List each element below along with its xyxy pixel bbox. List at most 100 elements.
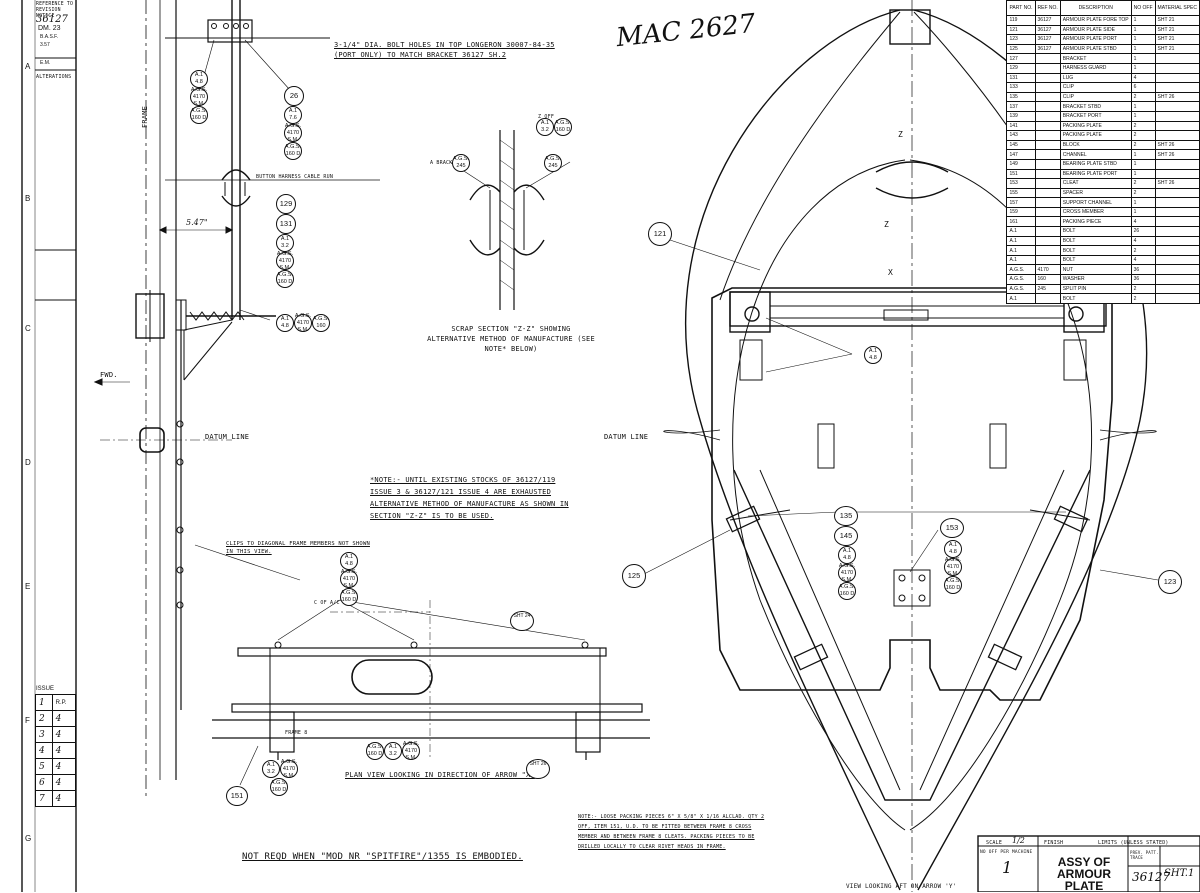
clips-note: CLIPS TO DIAGONAL FRAME MEMBERS NOT SHOW… [226,541,370,555]
frame-label: FRAME [141,105,149,128]
parts-list-cell: 2 [1130,187,1156,199]
bubble-a1-32: A.1 3.2 [276,234,294,252]
ref-36127: 36127 [36,14,68,25]
parts-list-cell: 2 [1130,293,1156,304]
bubble-a1-32: A.1 3.2 [262,760,280,778]
bubble-a1-48: A.1 4.8 [190,70,208,88]
parts-list-cell [1034,62,1061,74]
parts-list-cell: SHT 26 [1154,139,1200,151]
parts-list-cell: 2 [1130,283,1156,295]
edge-letter-b: B [25,194,31,203]
bubble-ags-160: A.G.S. 160 [312,314,330,332]
finish-label: FINISH [1044,840,1064,846]
parts-list-cell: 157 [1006,197,1036,208]
section-dim-label: Z OFF [538,114,555,120]
parts-list-cell [1034,158,1061,170]
parts-list-cell [1154,158,1200,170]
parts-list-cell [1034,139,1061,151]
bubble-a1-48: A.1 4.8 [944,540,962,558]
bubble-ags-160: A.G.S. 160 D [838,582,856,600]
parts-list-cell: 1 [1130,101,1156,112]
parts-list-cell: 2 [1130,178,1156,189]
parts-list-cell: LUG [1059,72,1132,84]
parts-list-cell: 36127 [1034,15,1061,26]
parts-list-cell: 2 [1130,245,1156,256]
scale-label: SCALE [986,840,1003,846]
parts-list-cell [1154,216,1200,228]
parts-list-cell: 1 [1130,197,1156,208]
parts-list-cell [1154,53,1200,64]
parts-list-cell: 123 [1006,34,1036,45]
parts-list-cell [1154,283,1200,295]
parts-list-cell: BRACKET PORT [1059,110,1132,122]
parts-list-cell: 133 [1006,82,1036,93]
parts-list-cell: 26 [1130,226,1156,237]
parts-list-cell: CROSS MEMBER [1059,206,1132,218]
not-reqd-note: NOT REQD WHEN "MOD NR "SPITFIRE"/1355 IS… [242,852,523,862]
parts-list-cell [1034,149,1061,160]
bubble-ags-160: A.G.S. 160 D [366,742,384,760]
drawing-number: 36127 [1132,870,1171,884]
parts-list-cell: A.1 [1006,235,1036,247]
arrow-x-label: X [888,268,894,277]
parts-list-cell: A.1 [1006,293,1036,304]
stock-note: *NOTE:- UNTIL EXISTING STOCKS OF 36127/1… [370,476,569,520]
parts-list-cell: ARMOUR PLATE STBD [1059,43,1132,55]
parts-list-cell: 1 [1130,24,1156,36]
section-z-top: Z [898,130,904,139]
parts-list-cell: 129 [1006,62,1036,74]
limits-label: LIMITS (UNLESS STATED) [1098,840,1169,846]
parts-list-cell: 1 [1130,158,1156,170]
callout-153: 153 [940,518,964,538]
parts-list-cell: 147 [1006,149,1036,160]
parts-list-cell: 145 [1006,139,1036,151]
parts-list-cell: A.1 [1006,226,1036,237]
parts-list-cell: BOLT [1059,245,1132,256]
parts-list-cell [1154,62,1200,74]
parts-list-cell [1154,168,1200,180]
bubble-ags-160: A.G.S. 160 D [284,142,302,160]
parts-list-cell [1034,91,1061,103]
parts-list-cell: 36127 [1034,24,1061,36]
parts-list-cell: SPACER [1059,187,1132,199]
sheet-number: SHT.1 [1164,868,1195,879]
parts-list-cell [1034,206,1061,218]
bubble-ags-4170: A.G.S. 4170 S.M. [276,250,294,271]
parts-list-cell: PACKING PLATE [1059,120,1132,132]
bubble-a1-32: A.1 3.2 [536,118,554,136]
bubble-a1-48: A.1 4.8 [838,546,856,564]
bubble-ags-4170: A.G.S. 4170 S.M. [402,740,420,761]
parts-list-cell: A.G.S. [1006,264,1036,276]
fwd-label: FWD. [100,371,118,379]
parts-list-cell: ARMOUR PLATE SIDE [1059,24,1132,36]
parts-list-cell [1154,235,1200,247]
parts-list-cell [1154,72,1200,84]
parts-list-cell: 2 [1130,91,1156,103]
parts-list-cell: SPLIT PIN [1059,283,1132,295]
parts-list-cell: 151 [1006,168,1036,180]
parts-list-table: PART NO. REF NO. DESCRIPTION NO OFF MATE… [1006,0,1200,304]
bubble-ags-4170: A.G.S. 4170 S.M. [280,758,298,779]
parts-list-cell [1034,187,1061,199]
bubble-ags-4170: A.G.S. 4170 S.M. [944,556,962,577]
parts-list-cell [1034,72,1061,84]
parts-list-cell [1154,264,1200,276]
bubble-ags-4170: A.G.S. 4170 S.M. [340,568,358,589]
callout-131: 131 [276,214,296,234]
